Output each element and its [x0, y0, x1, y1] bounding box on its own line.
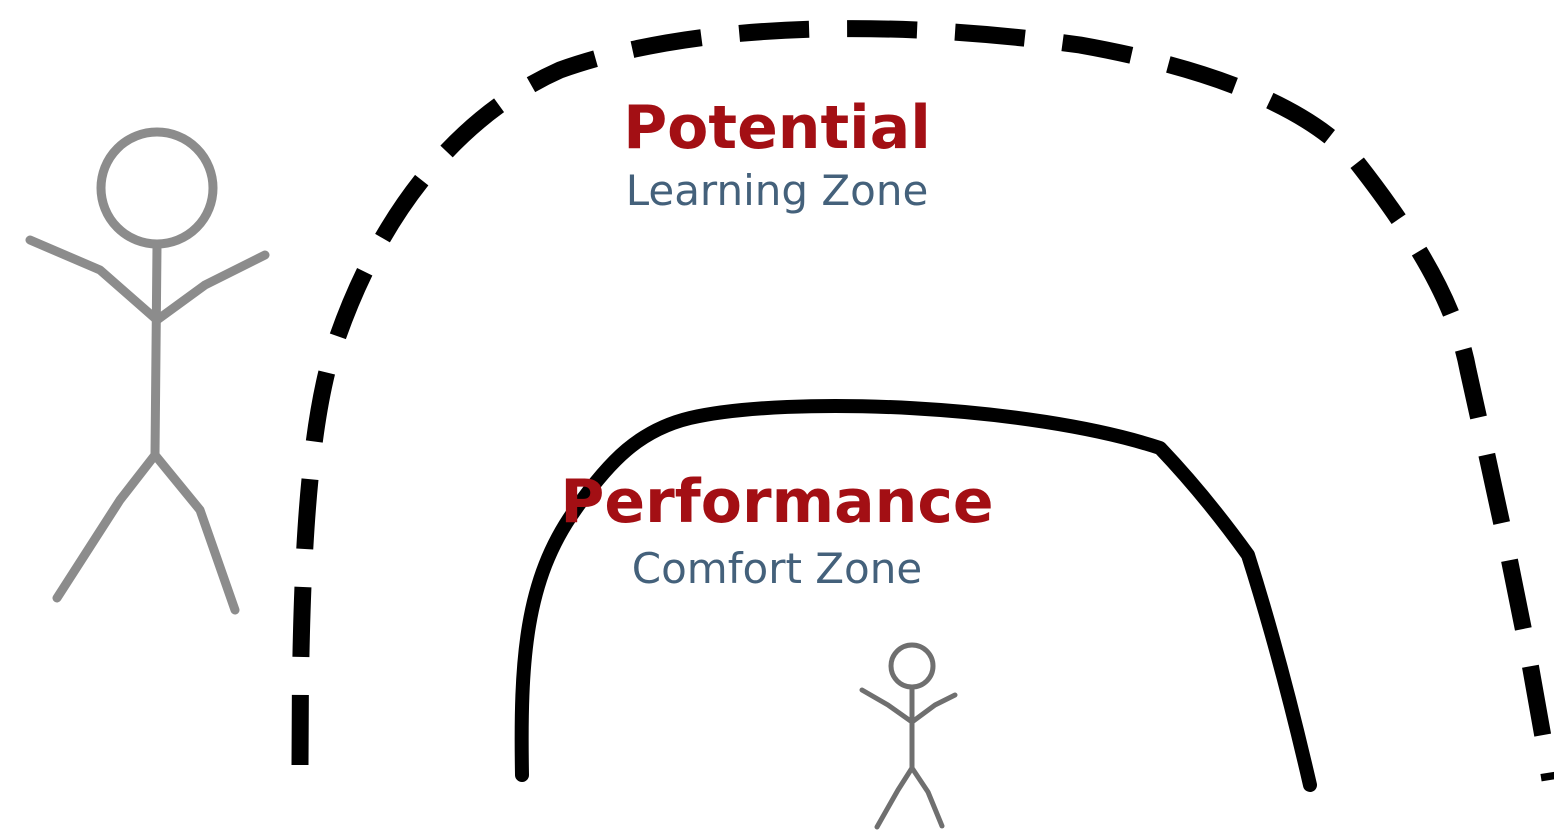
inner-zone-title: Performance — [560, 467, 994, 537]
head — [888, 642, 936, 690]
legs — [52, 450, 240, 615]
legs — [874, 765, 945, 830]
stick-figure-inside-icon — [859, 642, 958, 830]
arms — [859, 687, 958, 725]
outer-zone-subtitle: Learning Zone — [625, 166, 929, 215]
torso — [150, 241, 162, 460]
outer-zone-title: Potential — [623, 93, 931, 163]
stick-figure-outside-icon — [25, 127, 270, 615]
inner-solid-boundary — [514, 399, 1317, 792]
outer-dashed-boundary — [291, 20, 1554, 782]
arms — [25, 235, 270, 325]
inner-zone-subtitle: Comfort Zone — [631, 544, 923, 593]
